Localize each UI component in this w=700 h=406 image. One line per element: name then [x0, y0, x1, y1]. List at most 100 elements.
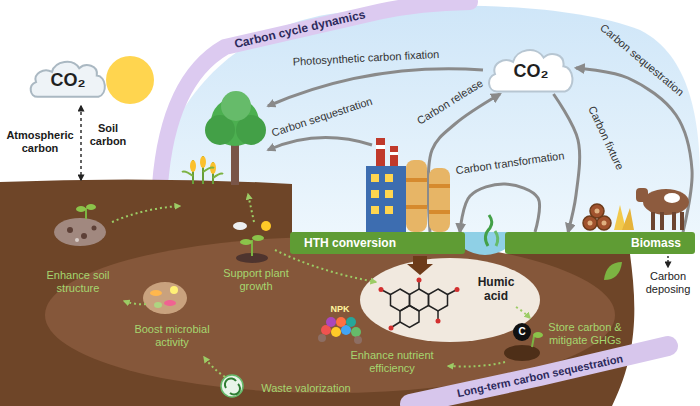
tree: [205, 91, 266, 185]
molecule: [392, 322, 400, 327]
leaf-icon: [604, 262, 622, 280]
soil-icon: [67, 227, 73, 233]
fertiliser-icon: [318, 334, 326, 342]
band-label: Biomass: [631, 236, 681, 250]
cow: [643, 189, 689, 215]
carbon-store-icon: [513, 323, 531, 341]
logs: [595, 209, 600, 214]
factory: [366, 166, 406, 232]
cycle-arc: [160, 2, 470, 185]
factory: [371, 174, 379, 182]
gas-formula: CO₂: [51, 70, 86, 91]
factory: [429, 210, 450, 214]
sequestration-arc: [410, 346, 668, 404]
crop-plants: [182, 168, 223, 179]
fertiliser-icon: [331, 327, 341, 337]
carbon-store-icon: [504, 345, 540, 361]
conversion-band: HTH conversion: [290, 232, 465, 254]
flow-connector: [554, 94, 580, 232]
factory: [429, 184, 450, 188]
molecule-atoms: [455, 287, 460, 292]
factory: [376, 138, 385, 168]
connector-label: Carbon fixture: [586, 104, 627, 172]
cycle-arrow: [204, 357, 225, 377]
cow: [636, 188, 689, 230]
tree: [221, 91, 251, 121]
exchange-arrow: [80, 106, 81, 180]
recycle-icon: [221, 375, 243, 397]
arrow-label: Carbon sequestration: [270, 95, 374, 140]
flow-connector: [460, 184, 540, 232]
molecule-atoms: [389, 326, 394, 331]
molecule: [382, 281, 456, 328]
plant-icon: [233, 221, 271, 263]
molecule: [429, 289, 448, 311]
seaweed: [495, 231, 498, 246]
co2-cloud: CO₂: [28, 55, 108, 99]
factory: [406, 178, 427, 182]
logs: [588, 221, 593, 226]
factory: [390, 146, 398, 168]
connector-label: Carbon sequestration: [598, 21, 687, 98]
plant-icon: [233, 222, 247, 230]
soil-icon: [81, 233, 87, 239]
microbe-icon: [164, 300, 176, 306]
cycle-arrow: [448, 362, 505, 367]
cow: [680, 212, 684, 230]
seaweed: [485, 215, 497, 246]
seaweed: [485, 215, 491, 246]
soil-icon: [54, 204, 106, 246]
carbon-pool-label: Atmospheric carbon: [5, 129, 75, 154]
plant-icon: [261, 221, 271, 231]
microbe-icon: [143, 282, 187, 314]
cycle-arrow: [275, 250, 376, 282]
factory: [385, 174, 393, 182]
cycle-arrow: [248, 194, 254, 222]
connector-label: Carbon transformation: [455, 149, 565, 177]
cow: [664, 193, 680, 203]
plant-icon: [240, 239, 252, 245]
molecule-atoms: [436, 319, 441, 324]
cow: [672, 212, 676, 230]
microbe-icon: [143, 282, 187, 314]
benefit-label: Support plant growth: [214, 267, 298, 292]
plant-icon: [252, 235, 264, 241]
compound-label: Humic acid: [471, 276, 521, 304]
straw: [622, 208, 634, 230]
crop-plants: [200, 156, 206, 168]
logs: [602, 221, 607, 226]
logs: [590, 204, 604, 218]
recycle-icon: [221, 375, 243, 397]
factory: [371, 206, 379, 214]
humic-ground: [360, 258, 540, 342]
benefit-label: Store carbon & mitigate GHGs: [545, 321, 625, 346]
microbe-icon: [150, 290, 162, 296]
factory: [371, 190, 379, 198]
molecule-atoms: [379, 278, 460, 331]
process-label: Carbon deposing: [641, 270, 695, 295]
cloud-shape: [31, 62, 105, 97]
microbe-icon: [154, 302, 162, 308]
co2-cloud: CO₂: [486, 42, 576, 94]
cow: [660, 212, 664, 230]
factory: [385, 206, 393, 214]
crop-plants: [182, 156, 223, 184]
carbon-store-icon: [504, 323, 543, 361]
factory: [366, 138, 450, 232]
arrow-label: Photosynthetic carbon fixation: [292, 48, 439, 68]
recycle-icon: [225, 378, 240, 394]
factory: [406, 205, 427, 209]
crop-plants: [190, 160, 196, 172]
soil-icon: [76, 206, 86, 212]
soil-icon: [54, 218, 106, 246]
molecule-atoms: [417, 278, 422, 283]
molecule: [400, 306, 419, 328]
fertiliser-icon: [354, 336, 362, 344]
soil-icon: [75, 238, 79, 242]
factory: [376, 145, 385, 149]
carbon-pool-label: Soil carbon: [85, 122, 131, 147]
cow: [636, 188, 648, 202]
microbe-icon: [170, 286, 178, 294]
molecule-atoms: [379, 287, 384, 292]
